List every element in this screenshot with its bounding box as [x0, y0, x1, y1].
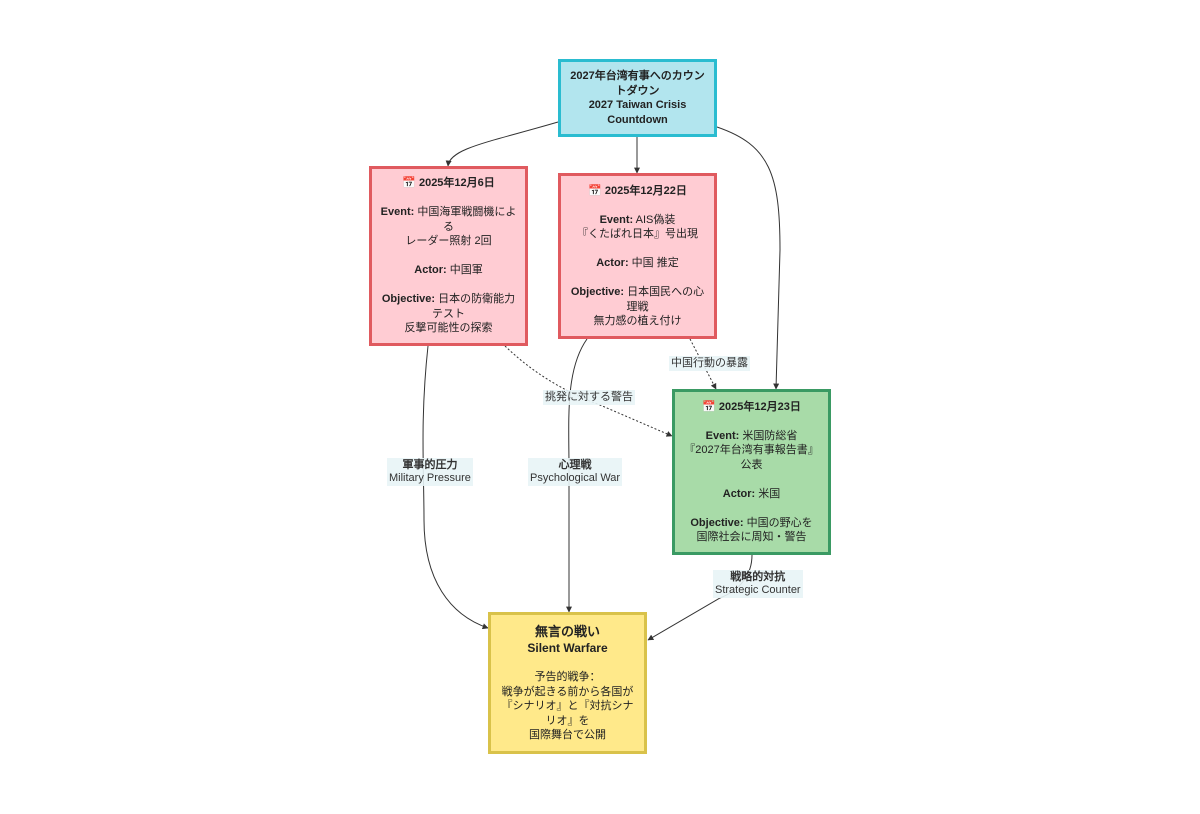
edge-label-en: Psychological War: [530, 472, 621, 484]
objective-key: Objective:: [690, 516, 744, 529]
edge-label-en: Military Pressure: [389, 472, 471, 484]
edge-label-jp: 戦略的対抗: [730, 571, 786, 583]
event-text: AIS偽装: [633, 213, 676, 226]
event-key: Event:: [599, 213, 634, 226]
actor-text: 米国: [755, 487, 781, 500]
event-text: 『くたばれ日本』号出現: [577, 228, 698, 240]
objective-text: テスト: [432, 307, 465, 320]
root-line-3: 2027 Taiwan Crisis: [588, 99, 687, 111]
event-text: レーダー照射 2回: [405, 235, 492, 248]
event-text: 米国防総省: [739, 429, 798, 442]
edge-label-psychological-war: 心理戦 Psychological War: [528, 458, 623, 486]
result-body: 国際舞台で公開: [529, 729, 606, 741]
edge-root-to-event1: [445, 121, 559, 167]
objective-text: 日本国民への心: [624, 286, 705, 298]
root-node-countdown: 2027年台湾有事へのカウン トダウン 2027 Taiwan Crisis C…: [558, 59, 717, 137]
objective-text: 国際社会に周知・警告: [696, 531, 807, 543]
objective-key: Objective:: [570, 286, 625, 298]
event-node-dec22: 📅 2025年12月22日 Event: AIS偽装 『くたばれ日本』号出現 A…: [558, 173, 717, 339]
edge-label-jp: 心理戦: [558, 459, 592, 471]
objective-text: 無力感の植え付け: [593, 315, 682, 327]
event-text: る: [443, 220, 454, 233]
result-node-silent-warfare: 無言の戦い Silent Warfare 予告的戦争： 戦争が起きる前から各国が…: [488, 612, 647, 754]
event-node-dec23: 📅 2025年12月23日 Event: 米国防総省 『2027年台湾有事報告書…: [672, 389, 831, 555]
result-title-en: Silent Warfare: [527, 640, 608, 655]
edge-label-text: 中国行動の暴露: [671, 357, 748, 369]
edge-label-text: 挑発に対する警告: [545, 391, 633, 403]
event-key: Event:: [705, 429, 740, 442]
event-text: 中国海軍戦闘機によ: [414, 206, 517, 219]
event-node-dec6: 📅 2025年12月6日 Event: 中国海軍戦闘機によ る レーダー照射 2…: [369, 166, 528, 346]
objective-text: 理戦: [626, 300, 649, 313]
edge-label-military-pressure: 軍事的圧力 Military Pressure: [387, 458, 473, 486]
event-date: 📅 2025年12月22日: [588, 184, 687, 197]
root-line-2: トダウン: [615, 84, 660, 97]
objective-text: 反撃可能性の探索: [404, 322, 493, 335]
objective-key: Objective:: [381, 293, 436, 306]
edge-label-jp: 軍事的圧力: [402, 459, 458, 471]
result-title-jp: 無言の戦い: [534, 623, 600, 639]
objective-text: 中国の野心を: [743, 516, 813, 529]
result-body: 予告的戦争：: [534, 671, 601, 683]
result-body: 戦争が起きる前から各国が: [501, 685, 634, 698]
actor-key: Actor:: [722, 487, 756, 500]
edge-label-en: Strategic Counter: [715, 584, 801, 596]
result-body: リオ』を: [545, 714, 590, 727]
actor-key: Actor:: [596, 257, 629, 269]
actor-key: Actor:: [414, 264, 447, 277]
event-date: 📅 2025年12月6日: [402, 177, 495, 190]
edge-root-to-event3: [716, 126, 781, 390]
edge-label-exposure: 中国行動の暴露: [669, 356, 750, 371]
event-date: 📅 2025年12月23日: [702, 400, 801, 413]
edge-event1-to-result: [422, 345, 489, 630]
root-line-1: 2027年台湾有事へのカウン: [570, 70, 705, 82]
result-body: 『シナリオ』と『対抗シナ: [501, 700, 634, 712]
edge-label-strategic-counter: 戦略的対抗 Strategic Counter: [713, 570, 803, 598]
objective-text: 日本の防衛能力: [435, 293, 516, 306]
event-text: 『2027年台湾有事報告書』: [684, 444, 819, 456]
event-key: Event:: [380, 206, 415, 219]
event-text: 公表: [740, 458, 763, 471]
actor-text: 中国軍: [446, 264, 483, 277]
actor-text: 中国 推定: [628, 257, 679, 269]
edge-label-warning: 挑発に対する警告: [543, 390, 635, 405]
root-line-4: Countdown: [607, 113, 668, 126]
